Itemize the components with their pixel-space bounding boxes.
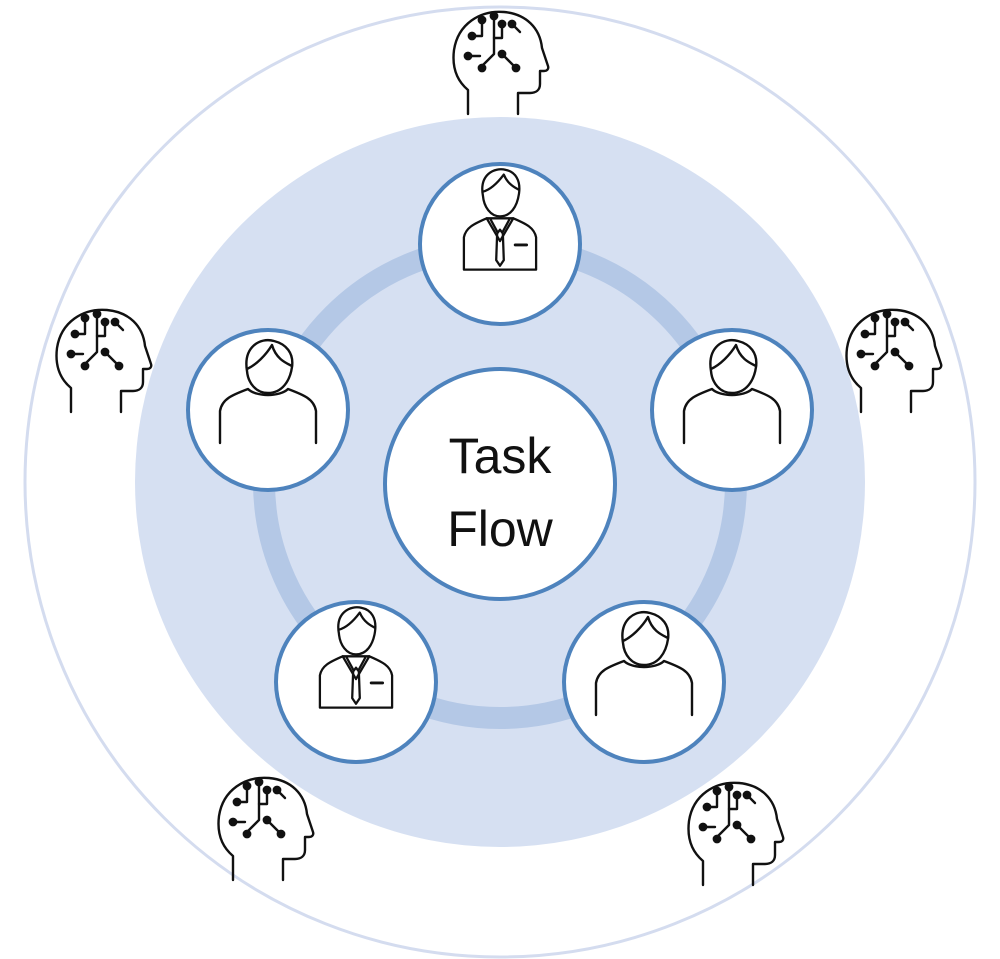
outer-ring [23,5,977,959]
participant-node-bottom-left [274,600,438,764]
participant-node-top [418,162,582,326]
center-label-line1: Task [449,428,553,484]
ai-brain-head-icon [845,308,943,414]
participant-node-bottom-right [562,600,726,764]
ai-brain-head-icon [452,10,550,116]
participant-node-right [650,328,814,492]
ai-brain-head-icon [217,776,315,882]
ai-brain-head-icon [55,308,153,414]
ai-brain-head-icon [687,781,785,887]
participant-node-left [186,328,350,492]
center-node [383,367,617,601]
center-label-line2: Flow [447,501,553,557]
